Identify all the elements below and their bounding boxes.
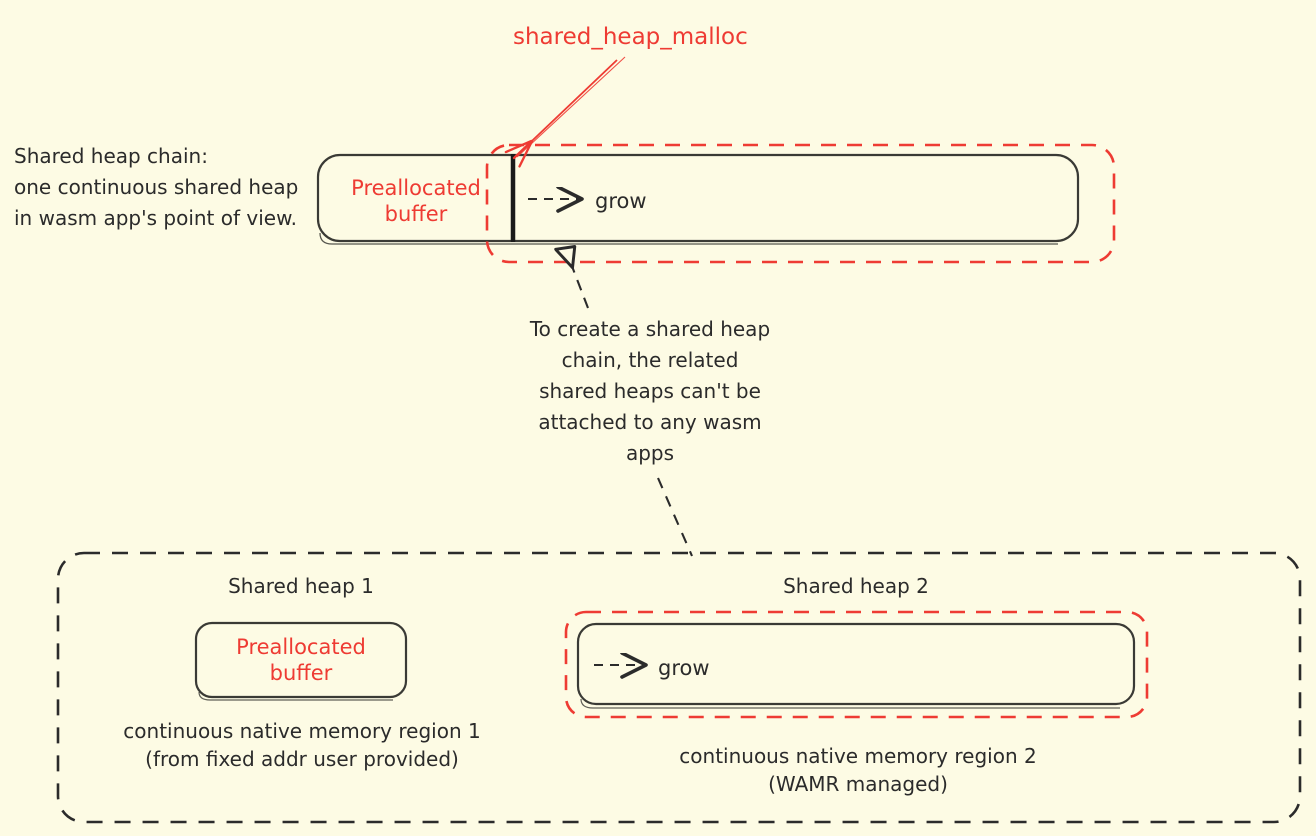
heap2-red-dashed-box — [564, 610, 1149, 719]
middle-note-callout-arrow — [565, 248, 589, 309]
middle-note-line-3: shared heaps can't be — [539, 379, 761, 403]
top-preallocated-buffer-label-line-2: buffer — [384, 202, 448, 226]
heap1-caption-line-1: continuous native memory region 1 — [123, 719, 481, 743]
top-grow-label: grow — [595, 189, 647, 213]
shared-heap-malloc-label: shared_heap_malloc — [513, 24, 748, 50]
middle-note-line-5: apps — [625, 441, 675, 465]
heap1-preallocated-label-line-1: Preallocated — [236, 635, 366, 659]
left-note-line-3: in wasm app's point of view. — [14, 206, 297, 230]
middle-note-line-2: chain, the related — [561, 348, 739, 372]
heap1-title: Shared heap 1 — [228, 574, 374, 598]
heap2-title: Shared heap 2 — [783, 574, 929, 598]
middle-note-line-1: To create a shared heap — [529, 317, 771, 341]
shared-heap-malloc-callout-arrow — [514, 56, 626, 158]
heap2-caption-line-2: (WAMR managed) — [768, 772, 948, 796]
top-growable-red-dashed-box — [485, 143, 1116, 264]
heap1-caption-line-2: (from fixed addr user provided) — [145, 747, 459, 771]
middle-note-leader-line — [657, 477, 693, 557]
middle-note-line-4: attached to any wasm — [538, 410, 762, 434]
left-note-line-2: one continuous shared heap — [14, 175, 299, 199]
heap2-caption-line-1: continuous native memory region 2 — [679, 744, 1037, 768]
top-preallocated-buffer-label-line-1: Preallocated — [351, 176, 481, 200]
heap1-preallocated-label-line-2: buffer — [269, 661, 333, 685]
heap2-grow-label: grow — [658, 656, 710, 680]
left-note-line-1: Shared heap chain: — [14, 144, 208, 168]
